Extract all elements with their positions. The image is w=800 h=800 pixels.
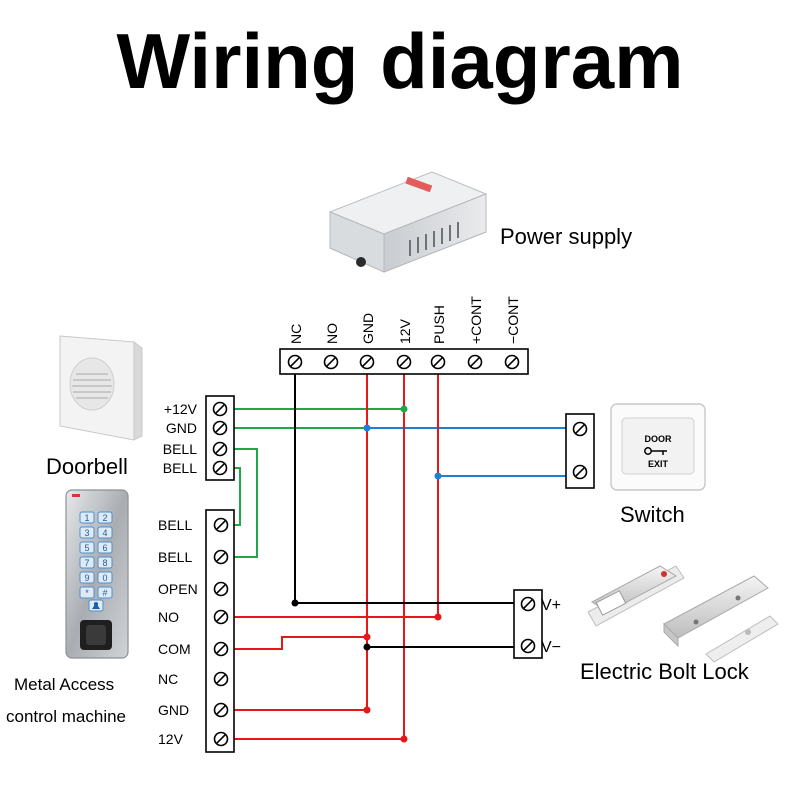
ps-terminal-label: PUSH xyxy=(431,305,447,344)
controller-screw-7 xyxy=(213,731,229,747)
ps-terminal-label: GND xyxy=(360,313,376,344)
controller-screw-2 xyxy=(213,581,229,597)
keypad-key xyxy=(97,511,113,524)
ps-screw-0 xyxy=(287,354,303,370)
doorbell-screw-0 xyxy=(212,401,228,417)
lock-screw-vplus xyxy=(520,596,536,612)
wire-bell-a xyxy=(228,448,258,558)
controller-label-line1: Metal Access xyxy=(14,675,114,694)
keypad-key xyxy=(79,571,95,584)
ps-screw-5 xyxy=(467,354,483,370)
keypad-key-label: * xyxy=(85,588,89,598)
controller-terminal-block: BELL BELL OPEN NO COM NC GND 12V xyxy=(158,509,235,753)
doorbell-screw-1 xyxy=(212,420,228,436)
lock-terminal-vplus: V+ xyxy=(541,597,561,614)
controller-screw-1 xyxy=(213,549,229,565)
switch-screw-2 xyxy=(572,464,588,480)
power-supply-label: Power supply xyxy=(500,224,632,249)
ps-terminal-label: 12V xyxy=(397,318,413,344)
keypad-key xyxy=(97,571,113,584)
ps-screw-6 xyxy=(504,354,520,370)
controller-terminal-label: NC xyxy=(158,671,178,687)
magnetic-lock-image xyxy=(663,575,779,663)
junctions xyxy=(291,405,442,743)
ps-screw-4 xyxy=(430,354,446,370)
controller-terminal-label: OPEN xyxy=(158,581,198,597)
controller-label-line2: control machine xyxy=(6,707,126,726)
doorbell-terminal-label: BELL xyxy=(163,460,197,476)
controller-screw-6 xyxy=(213,702,229,718)
wire-nc-lock xyxy=(294,364,518,604)
doorbell-terminal-label: GND xyxy=(166,420,197,436)
keypad-key-label: 3 xyxy=(84,528,89,538)
keypad-key-label: 8 xyxy=(102,558,107,568)
exit-switch-image: DOOR EXIT xyxy=(610,403,706,491)
doorbell-terminal-label: +12V xyxy=(164,401,198,417)
doorbell-image xyxy=(59,335,143,441)
keypad-key-label: 5 xyxy=(84,543,89,553)
switch-plate-text-door: DOOR xyxy=(645,434,673,444)
keypad-key xyxy=(97,556,113,569)
access-controller-image: 1 2 3 4 5 6 7 8 9 0 * # xyxy=(65,489,129,659)
switch-label: Switch xyxy=(620,502,685,527)
ps-terminal-label: +CONT xyxy=(468,296,484,344)
keypad-key xyxy=(79,526,95,539)
ps-screw-3 xyxy=(396,354,412,370)
doorbell-screw-3 xyxy=(212,460,228,476)
controller-terminal-label: COM xyxy=(158,641,191,657)
wires xyxy=(227,364,572,740)
keypad-key-label: 2 xyxy=(102,513,107,523)
switch-plate-text-exit: EXIT xyxy=(648,459,669,469)
keypad-key xyxy=(97,586,113,599)
keypad-key xyxy=(79,556,95,569)
doorbell-terminal-label: BELL xyxy=(163,441,197,457)
controller-screw-5 xyxy=(213,671,229,687)
ps-terminal-label: NC xyxy=(288,324,304,344)
controller-terminal-label: 12V xyxy=(158,731,184,747)
power-supply-terminal-block: NC NO GND 12V PUSH +CONT −CONT xyxy=(279,296,529,375)
page-title: Wiring diagram xyxy=(116,17,684,105)
ps-screw-2 xyxy=(359,354,375,370)
lock-terminal-vminus: V− xyxy=(541,639,561,656)
controller-terminal-label: BELL xyxy=(158,549,192,565)
controller-screw-3 xyxy=(213,609,229,625)
keypad-key xyxy=(79,541,95,554)
controller-terminal-label: BELL xyxy=(158,517,192,533)
switch-terminal-block xyxy=(565,413,595,489)
lock-screw-vminus xyxy=(520,638,536,654)
keypad-key xyxy=(97,526,113,539)
lock-label: Electric Bolt Lock xyxy=(580,659,750,684)
doorbell-terminal-block: +12V GND BELL BELL xyxy=(163,395,235,481)
ps-terminal-label: −CONT xyxy=(505,296,521,344)
doorbell-label: Doorbell xyxy=(46,454,128,479)
keypad-key-label: # xyxy=(102,588,107,598)
keypad-key-label: 1 xyxy=(84,513,89,523)
switch-screw-1 xyxy=(572,421,588,437)
keypad-key-label: 0 xyxy=(102,573,107,583)
controller-terminal-label: NO xyxy=(158,609,179,625)
power-supply-image xyxy=(328,171,488,273)
keypad-key xyxy=(79,511,95,524)
key-icon xyxy=(644,447,667,455)
wire-com xyxy=(228,636,367,650)
keypad-key-label: 7 xyxy=(84,558,89,568)
keypad-key xyxy=(79,586,95,599)
ps-terminal-label: NO xyxy=(324,323,340,344)
bolt-lock-image xyxy=(587,565,685,627)
keypad-key-label: 9 xyxy=(84,573,89,583)
lock-terminal-block: V+ V− xyxy=(513,589,561,659)
keypad-key-label: 6 xyxy=(102,543,107,553)
ps-screw-1 xyxy=(323,354,339,370)
controller-screw-0 xyxy=(213,517,229,533)
keypad-key-label: 4 xyxy=(102,528,107,538)
doorbell-screw-2 xyxy=(212,441,228,457)
controller-screw-4 xyxy=(213,641,229,657)
controller-terminal-label: GND xyxy=(158,702,189,718)
keypad: 1 2 3 4 5 6 7 8 9 0 * # xyxy=(79,511,113,612)
keypad-key xyxy=(97,541,113,554)
